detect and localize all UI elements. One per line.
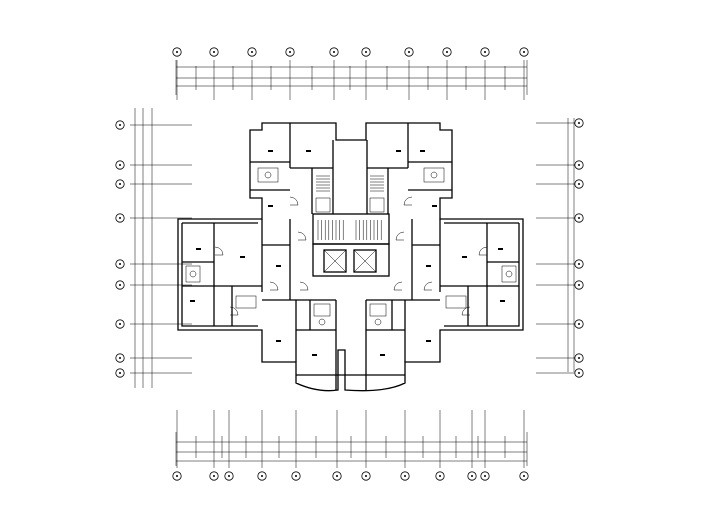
- room-label-mark: [498, 248, 503, 250]
- axis-bubble-mark: [578, 357, 580, 359]
- room-label-mark: [276, 340, 281, 342]
- axis-bubble-mark: [446, 51, 448, 53]
- axis-bubble-mark: [578, 122, 580, 124]
- door-swing: [461, 306, 471, 316]
- room-label-mark: [196, 248, 201, 250]
- axis-bubble-mark: [523, 51, 525, 53]
- axis-bubble-mark: [578, 217, 580, 219]
- axis-bubble-mark: [484, 475, 486, 477]
- top-axis-bubbles: [172, 47, 529, 57]
- door-swing: [395, 231, 405, 241]
- door-swing: [393, 281, 403, 291]
- door-swing: [269, 281, 279, 291]
- axis-bubble-mark: [578, 284, 580, 286]
- room-label-mark: [426, 340, 431, 342]
- room-label-mark: [190, 300, 195, 302]
- axis-bubble-mark: [176, 475, 178, 477]
- axis-bubble-mark: [408, 51, 410, 53]
- axis-bubble-mark: [119, 217, 121, 219]
- top-dimension-lines: [175, 60, 528, 95]
- axis-bubble-mark: [119, 357, 121, 359]
- axis-bubble-mark: [439, 475, 441, 477]
- axis-bubble-mark: [119, 124, 121, 126]
- axis-bubble-mark: [289, 51, 291, 53]
- right-dimension-lines: [567, 118, 575, 372]
- axis-bubble-mark: [213, 51, 215, 53]
- axis-bubble-mark: [295, 475, 297, 477]
- room-label-mark: [432, 205, 437, 207]
- room-labels: [190, 150, 505, 356]
- axis-bubble-mark: [578, 183, 580, 185]
- room-label-mark: [312, 354, 317, 356]
- interior-walls: [182, 123, 519, 390]
- bottom-axis-bubbles: [172, 471, 529, 481]
- axis-bubble-mark: [336, 475, 338, 477]
- room-label-mark: [268, 150, 273, 152]
- door-swing: [214, 246, 224, 256]
- right-axis-bubbles: [574, 118, 584, 378]
- room-label-mark: [462, 256, 467, 258]
- door-swings: [214, 196, 488, 316]
- room-label-mark: [268, 205, 273, 207]
- axis-bubble-mark: [578, 372, 580, 374]
- room-label-mark: [420, 150, 425, 152]
- bottom-dimension-ticks: [176, 410, 525, 468]
- door-swing: [299, 281, 309, 291]
- axis-bubble-mark: [261, 475, 263, 477]
- axis-bubble-mark: [213, 475, 215, 477]
- axis-bubble-mark: [119, 164, 121, 166]
- axis-bubble-mark: [119, 183, 121, 185]
- room-label-mark: [276, 265, 281, 267]
- room-label-mark: [426, 265, 431, 267]
- bottom-dimension-lines: [175, 432, 528, 466]
- right-dimension-ticks: [536, 122, 578, 374]
- building-outline: [177, 122, 524, 392]
- axis-bubble-mark: [119, 372, 121, 374]
- axis-bubble-mark: [471, 475, 473, 477]
- axis-bubble-mark: [228, 475, 230, 477]
- room-label-mark: [396, 150, 401, 152]
- axis-bubble-mark: [578, 323, 580, 325]
- room-label-mark: [306, 150, 311, 152]
- room-label-mark: [500, 300, 505, 302]
- axis-bubble-mark: [578, 263, 580, 265]
- door-swing: [423, 281, 433, 291]
- room-label-mark: [240, 256, 245, 258]
- axis-bubble-mark: [119, 263, 121, 265]
- axis-bubble-mark: [404, 475, 406, 477]
- door-swing: [403, 196, 413, 206]
- axis-bubble-mark: [365, 51, 367, 53]
- door-swing: [289, 196, 299, 206]
- stair-treads: [316, 175, 384, 240]
- axis-bubble-mark: [333, 51, 335, 53]
- axis-bubble-mark: [484, 51, 486, 53]
- door-swing: [297, 231, 307, 241]
- axis-bubble-mark: [365, 475, 367, 477]
- left-dimension-lines: [134, 108, 153, 388]
- left-axis-bubbles: [115, 120, 125, 378]
- room-label-mark: [380, 354, 385, 356]
- left-dimension-ticks: [130, 124, 192, 374]
- axis-bubble-mark: [119, 323, 121, 325]
- axis-bubble-mark: [251, 51, 253, 53]
- axis-bubble-mark: [523, 475, 525, 477]
- axis-bubble-mark: [119, 284, 121, 286]
- top-dimension-ticks: [176, 60, 525, 100]
- axis-bubble-mark: [176, 51, 178, 53]
- fixtures: [185, 167, 517, 326]
- door-swing: [478, 246, 488, 256]
- axis-bubble-mark: [578, 164, 580, 166]
- door-swing: [229, 306, 239, 316]
